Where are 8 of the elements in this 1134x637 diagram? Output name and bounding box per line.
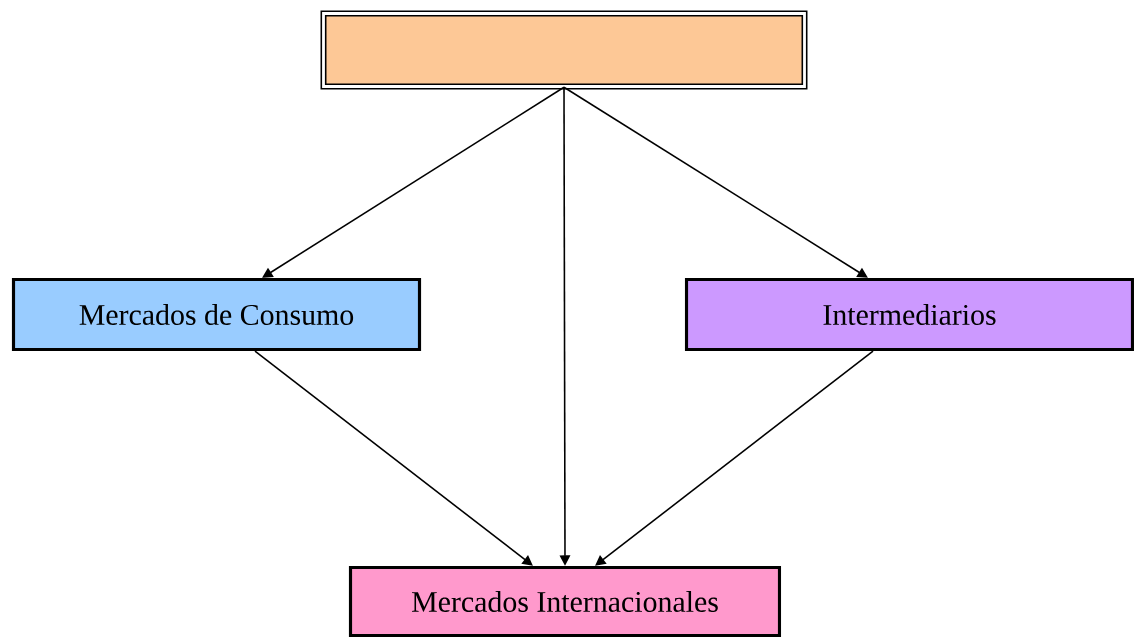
arrow xyxy=(595,350,874,566)
market-box: Mercados Internacionales xyxy=(348,565,782,637)
arrow xyxy=(262,86,565,278)
market-box: Mercados de Consumo xyxy=(11,277,422,352)
arrow xyxy=(254,350,533,566)
title-box xyxy=(320,10,808,90)
intermediary-box: Intermediarios xyxy=(684,277,1134,352)
arrow xyxy=(563,86,868,278)
